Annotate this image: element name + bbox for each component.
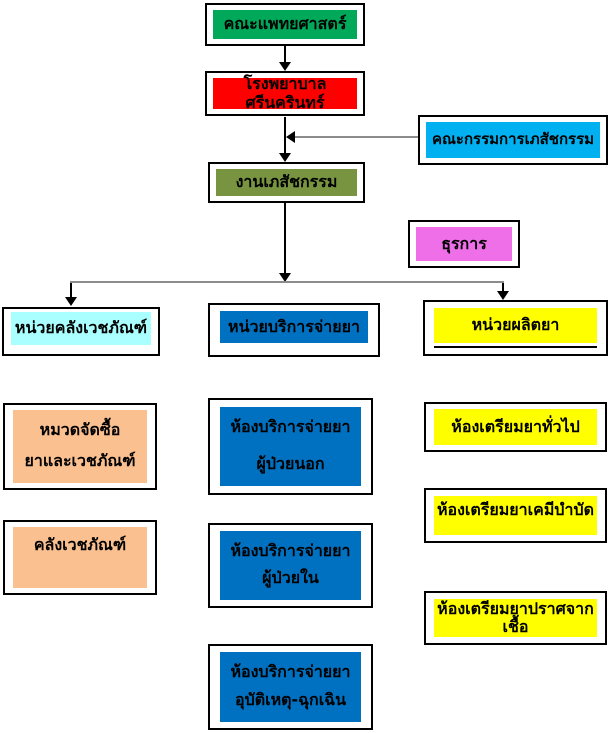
- connector-committee-trunk: [294, 136, 418, 138]
- node-dispense-opd-line2: ผู้ป่วยนอก: [256, 453, 325, 473]
- branch-bar: [70, 281, 504, 283]
- node-procurement-line2: ยาและเวชภัณฑ์: [24, 450, 136, 470]
- node-prep-sterile-fill: ห้องเตรียมยาปราศจากเชื้อ: [434, 599, 597, 637]
- node-stock-unit-label: หน่วยคลังเวชภัณฑ์: [14, 318, 148, 338]
- node-dispense-ipd-fill: ห้องบริการจ่ายยา ผู้ป่วยใน: [220, 531, 361, 600]
- node-stock-fill: คลังเวชภัณฑ์: [13, 527, 147, 588]
- node-hospital: โรงพยาบาลศรีนครินทร์: [205, 71, 365, 116]
- node-dispense-er: ห้องบริการจ่ายยา อุบัติเหตุ-ฉุกเฉิน: [208, 644, 373, 730]
- node-stock-unit-fill: หน่วยคลังเวชภัณฑ์: [11, 312, 151, 345]
- arrow-down-icon: [279, 273, 291, 282]
- node-prep-chemo: ห้องเตรียมยาเคมีบำบัด: [424, 488, 607, 543]
- node-dispense-ipd-line1: ห้องบริการจ่ายยา: [230, 541, 351, 560]
- node-committee: คณะกรรมการเภสัชกรรม: [418, 115, 608, 165]
- node-prep-sterile-label: ห้องเตรียมยาปราศจากเชื้อ: [437, 598, 594, 636]
- node-production-unit-fill: หน่วยผลิตยา: [434, 308, 597, 343]
- connector-branch-production-unit: [502, 283, 504, 292]
- arrow-down-icon: [65, 297, 77, 306]
- node-faculty: คณะแพทยศาสตร์: [205, 3, 365, 46]
- node-prep-general: ห้องเตรียมยาทั่วไป: [424, 402, 607, 452]
- node-dispense-er-line2: อุบัติเหตุ-ฉุกเฉิน: [234, 689, 347, 709]
- arrow-down-icon: [497, 291, 509, 300]
- node-dispense-opd: ห้องบริการจ่ายยา ผู้ป่วยนอก: [208, 398, 373, 495]
- node-prep-general-fill: ห้องเตรียมยาทั่วไป: [434, 409, 597, 445]
- node-stock: คลังเวชภัณฑ์: [3, 520, 157, 595]
- node-dispense-unit-fill: หน่วยบริการจ่ายยา: [220, 311, 368, 343]
- node-stock-unit: หน่วยคลังเวชภัณฑ์: [2, 307, 160, 356]
- node-dispense-opd-line1: ห้องบริการจ่ายยา: [230, 417, 351, 436]
- node-dispense-unit: หน่วยบริการจ่ายยา: [208, 303, 380, 357]
- node-faculty-fill: คณะแพทยศาสตร์: [213, 10, 357, 39]
- node-pharmacy-dept-label: งานเภสัชกรรม: [235, 172, 338, 192]
- arrow-down-icon: [279, 62, 291, 71]
- node-production-unit-label: หน่วยผลิตยา: [471, 315, 560, 335]
- connector-branch-stock-unit: [70, 283, 72, 298]
- node-pharmacy-dept-fill: งานเภสัชกรรม: [216, 169, 357, 196]
- node-committee-label: คณะกรรมการเภสัชกรรม: [431, 130, 595, 149]
- node-admin-label: ธุรการ: [441, 233, 487, 253]
- node-prep-chemo-label: ห้องเตรียมยาเคมีบำบัด: [436, 500, 595, 519]
- node-prep-sterile: ห้องเตรียมยาปราศจากเชื้อ: [424, 591, 607, 645]
- node-admin-fill: ธุรการ: [416, 227, 512, 261]
- node-hospital-fill: โรงพยาบาลศรีนครินทร์: [213, 74, 357, 112]
- node-admin: ธุรการ: [408, 220, 520, 268]
- node-faculty-label: คณะแพทยศาสตร์: [223, 14, 347, 34]
- node-dispense-ipd: ห้องบริการจ่ายยา ผู้ป่วยใน: [208, 523, 373, 608]
- connector-hospital-pharmacy: [284, 117, 286, 153]
- node-stock-label: คลังเวชภัณฑ์: [33, 535, 127, 554]
- node-hospital-label: โรงพยาบาลศรีนครินทร์: [243, 74, 327, 112]
- arrow-down-icon: [279, 153, 291, 162]
- node-pharmacy-dept: งานเภสัชกรรม: [208, 162, 365, 203]
- node-procurement-line1: หมวดจัดซื้อ: [39, 420, 121, 439]
- node-dispense-opd-fill: ห้องบริการจ่ายยา ผู้ป่วยนอก: [220, 407, 361, 486]
- node-procurement: หมวดจัดซื้อ ยาและเวชภัณฑ์: [3, 403, 157, 490]
- node-production-unit: หน่วยผลิตยา: [423, 300, 608, 356]
- production-unit-underline: [434, 346, 597, 348]
- arrow-left-icon: [286, 131, 295, 143]
- node-committee-fill: คณะกรรมการเภสัชกรรม: [426, 122, 600, 158]
- connector-faculty-hospital: [284, 46, 286, 63]
- node-dispense-unit-label: หน่วยบริการจ่ายยา: [228, 316, 360, 336]
- node-prep-chemo-fill: ห้องเตรียมยาเคมีบำบัด: [434, 496, 597, 535]
- node-procurement-fill: หมวดจัดซื้อ ยาและเวชภัณฑ์: [13, 410, 147, 483]
- node-dispense-ipd-line2: ผู้ป่วยใน: [262, 567, 319, 587]
- node-dispense-er-line1: ห้องบริการจ่ายยา: [230, 662, 351, 681]
- connector-pharmacy-branch: [284, 203, 286, 273]
- node-dispense-er-fill: ห้องบริการจ่ายยา อุบัติเหตุ-ฉุกเฉิน: [220, 652, 361, 722]
- node-prep-general-label: ห้องเตรียมยาทั่วไป: [451, 416, 580, 436]
